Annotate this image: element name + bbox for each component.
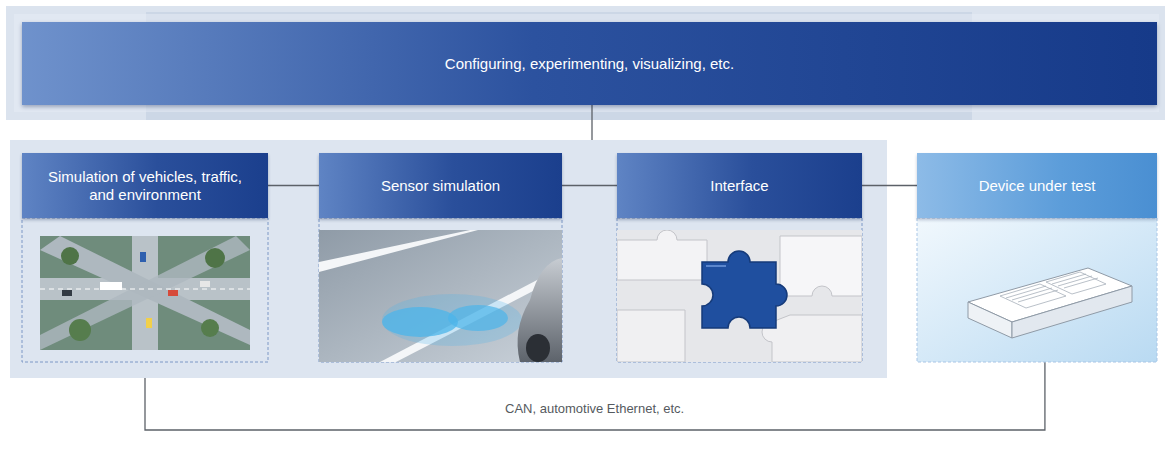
top-backdrop <box>6 6 1165 120</box>
ecu-picture <box>1000 284 1066 308</box>
top-backdrop <box>14 14 1159 112</box>
puzzle-picture <box>617 230 707 280</box>
traffic-picture <box>40 236 250 350</box>
traffic-picture <box>168 290 178 296</box>
module-panel <box>10 140 887 378</box>
connector-line <box>862 185 917 186</box>
connector-line <box>268 185 319 186</box>
node-text: Simulation of vehicles, traffic, and env… <box>34 168 256 204</box>
sensor-picture <box>319 218 562 362</box>
traffic-picture <box>22 218 268 362</box>
traffic-picture <box>200 281 210 287</box>
sensor-picture <box>518 258 562 362</box>
module-header: Interface <box>617 153 862 218</box>
traffic-picture <box>22 218 268 362</box>
sensor-picture <box>382 294 522 346</box>
sensor-picture <box>526 334 550 362</box>
connector-stub <box>591 105 592 140</box>
ecu-picture <box>1018 290 1058 302</box>
traffic-picture <box>61 247 79 265</box>
connector-line <box>145 218 1045 430</box>
sensor-picture <box>319 218 562 362</box>
edge-label: CAN, automotive Ethernet, etc. <box>501 401 688 416</box>
puzzle-picture <box>617 218 862 362</box>
ecu-picture <box>1064 278 1098 288</box>
tool-bar: Configuring, experimenting, visualizing,… <box>22 22 1157 105</box>
puzzle-picture <box>780 236 862 296</box>
traffic-picture <box>40 236 250 350</box>
sensor-picture <box>319 230 562 362</box>
puzzle-picture <box>762 315 862 362</box>
connector-line <box>562 185 617 186</box>
puzzle-picture <box>617 230 862 362</box>
top-backdrop <box>6 6 1165 120</box>
node-text: Sensor simulation <box>381 177 500 195</box>
puzzle-picture <box>702 251 787 328</box>
puzzle-picture <box>617 310 685 362</box>
node-text: Configuring, experimenting, visualizing,… <box>445 55 734 73</box>
traffic-picture <box>146 318 152 328</box>
node-text: Interface <box>710 177 768 195</box>
sensor-picture <box>319 230 478 272</box>
line-cover <box>20 360 270 378</box>
ecu-picture <box>917 218 1157 362</box>
ecu-picture <box>1000 272 1106 308</box>
traffic-picture <box>205 248 225 268</box>
module-header: Sensor simulation <box>319 153 562 218</box>
sensor-picture <box>319 230 562 362</box>
traffic-picture <box>69 319 91 341</box>
ecu-picture <box>968 302 1012 338</box>
device-header: Device under test <box>917 153 1157 218</box>
puzzle-picture <box>617 230 862 362</box>
traffic-picture <box>62 290 72 296</box>
module-header: Simulation of vehicles, traffic, and env… <box>22 153 268 218</box>
node-text: Device under test <box>979 177 1096 195</box>
puzzle-picture <box>617 218 862 362</box>
traffic-picture <box>140 252 146 262</box>
traffic-picture <box>40 236 250 350</box>
traffic-picture <box>201 319 219 337</box>
traffic-picture <box>40 289 250 290</box>
puzzle-picture <box>706 265 726 267</box>
ecu-picture <box>917 218 1157 362</box>
